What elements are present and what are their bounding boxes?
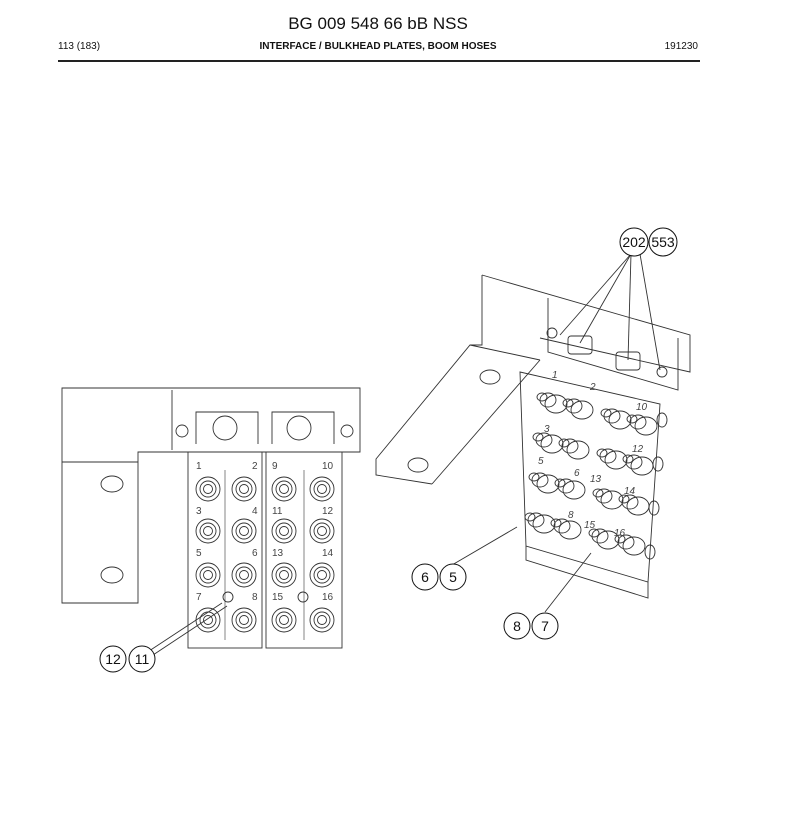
port-number: 12 [632,444,644,455]
callout-12-11: 12 11 [99,645,156,673]
port-number: 2 [252,461,258,472]
hose-fitting [309,607,335,633]
left-bracket [61,387,361,649]
right-bracket [375,274,691,599]
callout-6-5: 6 5 [411,563,467,591]
hose-fitting [309,518,335,544]
hose-fitting [622,454,654,476]
callout-label: 12 [105,651,121,667]
port-number: 1 [196,461,202,472]
document-title: BG 009 548 66 bB NSS [288,14,468,33]
hose-fitting [618,494,650,516]
hose-fitting [271,476,297,502]
port-number: 10 [636,402,648,413]
hose-fitting [532,432,564,454]
right-fittings [524,392,668,560]
hose-fitting [554,478,586,500]
page-number: 113 (183) [58,41,101,52]
port-number: 4 [252,506,258,517]
callout-8-7: 8 7 [503,612,559,640]
rear-stub [644,544,656,560]
hose-fitting [309,476,335,502]
port-number: 10 [322,461,334,472]
port-number: 13 [590,474,602,485]
callout-label: 553 [651,234,675,250]
port-number: 3 [196,506,202,517]
port-number: 6 [252,548,258,559]
callout-label: 5 [449,569,457,585]
port-number: 11 [272,506,283,517]
hose-fitting [536,392,568,414]
port-number: 8 [252,592,258,603]
port-number: 14 [322,548,334,559]
hose-fitting [195,607,221,633]
hose-fitting [614,534,646,556]
hose-fitting [271,562,297,588]
hose-fitting [524,512,556,534]
hose-fitting [271,518,297,544]
port-number: 9 [272,461,278,472]
port-number: 8 [568,510,574,521]
hose-fitting [195,476,221,502]
hose-fitting [588,528,620,550]
section-title: INTERFACE / BULKHEAD PLATES, BOOM HOSES [259,41,497,52]
rear-stub [656,412,668,428]
callout-label: 6 [421,569,429,585]
hose-fitting [195,562,221,588]
port-number: 12 [322,506,334,517]
document-date: 191230 [664,41,698,52]
port-number: 15 [584,520,596,531]
hose-fitting [626,414,658,436]
left-fittings [195,476,335,633]
callout-202-553: 202 553 [619,227,678,257]
callout-label: 8 [513,618,521,634]
hose-fitting [558,438,590,460]
rear-stub [648,500,660,516]
port-number: 6 [574,468,580,479]
hose-fitting [592,488,624,510]
hose-fitting [231,476,257,502]
port-number: 14 [624,486,636,497]
port-number: 3 [544,424,550,435]
hose-fitting [271,607,297,633]
port-number: 5 [538,456,544,467]
port-number: 5 [196,548,202,559]
port-number: 16 [322,592,334,603]
port-number: 15 [272,592,284,603]
port-number: 16 [614,528,626,539]
hose-fitting [600,408,632,430]
hose-fitting [231,607,257,633]
hose-fitting [596,448,628,470]
header-rule [58,60,700,62]
hose-fitting [231,562,257,588]
hose-fitting [562,398,594,420]
port-number: 1 [552,370,558,381]
hose-fitting [528,472,560,494]
port-number: 2 [589,382,596,393]
callout-label: 202 [622,234,646,250]
callout-label: 11 [135,651,150,667]
hose-fitting [550,518,582,540]
port-number: 7 [196,592,202,603]
callout-label: 7 [541,618,549,634]
hose-fitting [309,562,335,588]
hose-fitting [231,518,257,544]
hose-fitting [195,518,221,544]
port-number: 13 [272,548,284,559]
rear-stub [652,456,664,472]
